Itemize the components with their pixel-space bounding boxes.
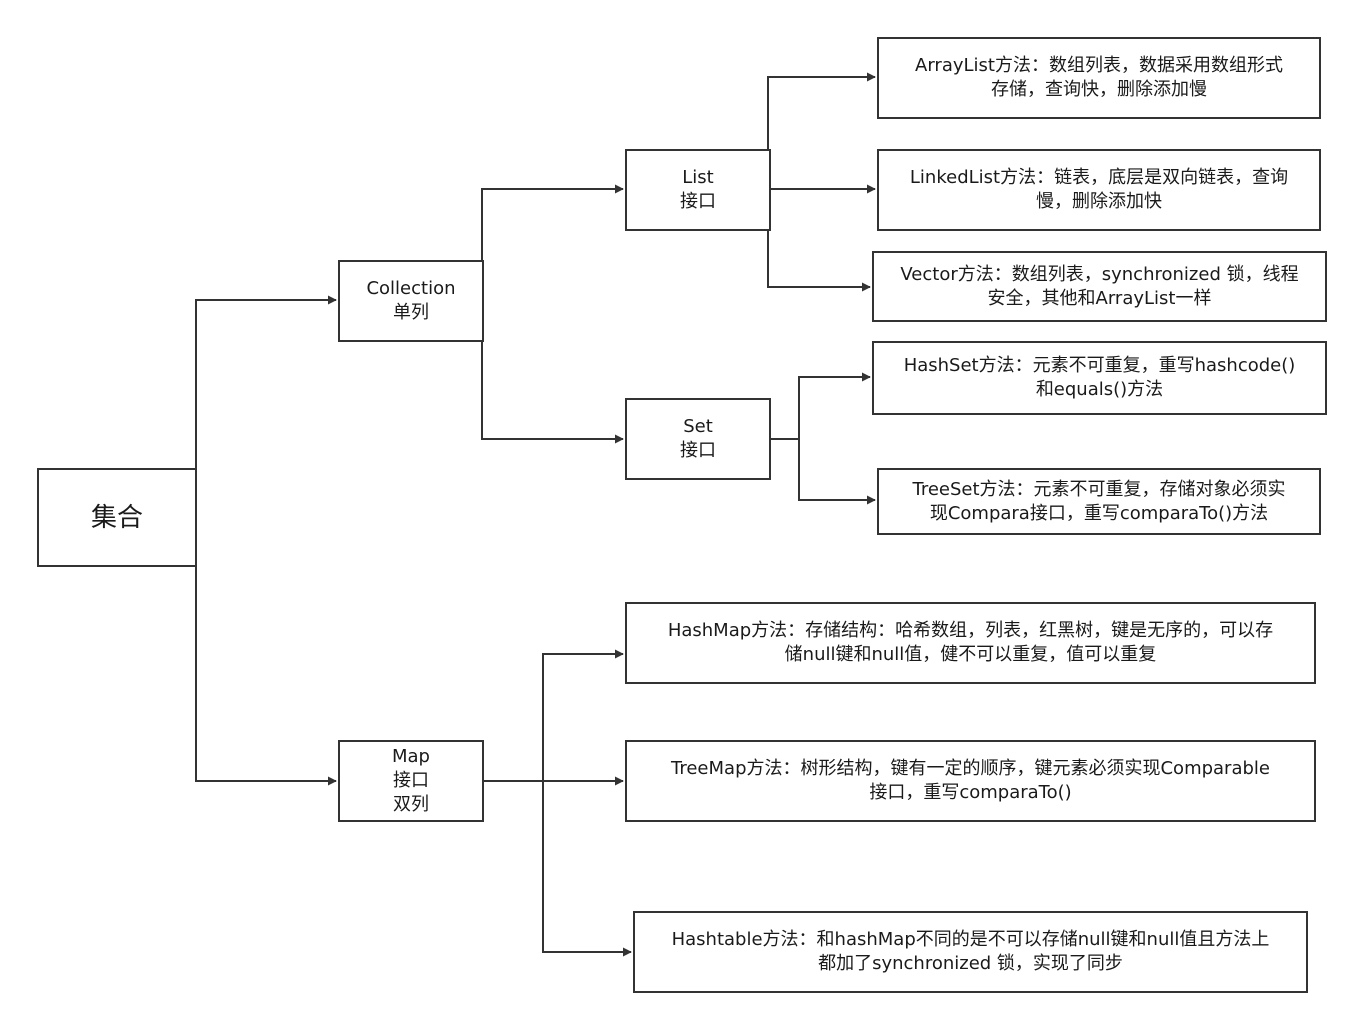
- hashset-node: HashSet方法：元素不可重复，重写hashcode() 和equals()方…: [872, 341, 1327, 415]
- root-node: 集合: [37, 468, 197, 567]
- treemap-node-line-1: TreeMap方法：树形结构，键有一定的顺序，键元素必须实现Comparable: [671, 758, 1270, 779]
- connector-set-hashset: [768, 372, 871, 440]
- linkedlist-node-line-1: LinkedList方法：链表，底层是双向链表，查询: [909, 167, 1289, 188]
- linkedlist-node: LinkedList方法：链表，底层是双向链表，查询 慢，删除添加快: [877, 149, 1321, 231]
- arraylist-node-line-1: ArrayList方法：数组列表，数据采用数组形式: [915, 55, 1283, 76]
- connector-root-map: [195, 516, 337, 786]
- list-node-subtitle: 接口: [680, 191, 716, 212]
- connector-root-collection: [195, 295, 337, 516]
- list-node: List 接口: [625, 149, 771, 231]
- linkedlist-node-line-2: 慢，删除添加快: [1036, 191, 1162, 212]
- treeset-node: TreeSet方法：元素不可重复，存储对象必须实 现Compara接口，重写co…: [877, 468, 1321, 535]
- hashmap-node-line-1: HashMap方法：存储结构：哈希数组，列表，红黑树，键是无序的，可以存: [667, 620, 1274, 641]
- vector-node: Vector方法：数组列表，synchronized 锁，线程 安全，其他和Ar…: [872, 251, 1327, 322]
- set-node-subtitle: 接口: [680, 440, 716, 461]
- connector-map-hashtable: [542, 781, 632, 957]
- hashset-node-line-1: HashSet方法：元素不可重复，重写hashcode(): [903, 355, 1296, 376]
- vector-node-line-2: 安全，其他和ArrayList一样: [987, 287, 1212, 309]
- list-node-title: List: [682, 167, 714, 188]
- map-node-line-2: 接口: [393, 770, 429, 791]
- vector-node-line-1: Vector方法：数组列表，synchronized 锁，线程: [900, 263, 1299, 285]
- hashtable-node-line-1: Hashtable方法：和hashMap不同的是不可以存储null键和null值…: [671, 929, 1270, 950]
- map-node: Map 接口 双列: [338, 740, 484, 822]
- map-node-line-3: 双列: [393, 794, 429, 815]
- treeset-node-line-1: TreeSet方法：元素不可重复，存储对象必须实: [912, 478, 1286, 500]
- hashtable-node: Hashtable方法：和hashMap不同的是不可以存储null键和null值…: [633, 911, 1308, 993]
- root-node-label: 集合: [90, 502, 143, 533]
- arraylist-node: ArrayList方法：数组列表，数据采用数组形式 存储，查询快，删除添加慢: [877, 37, 1321, 119]
- connector-collection-list: [481, 184, 624, 300]
- collection-node-subtitle: 单列: [393, 302, 429, 323]
- collection-node: Collection 单列: [338, 260, 484, 342]
- collection-node-title: Collection: [366, 278, 456, 299]
- treemap-node-line-2: 接口，重写comparaTo(): [869, 782, 1072, 803]
- set-node: Set 接口: [625, 398, 771, 480]
- connector-collection-set: [481, 300, 624, 444]
- map-node-title: Map: [392, 746, 430, 767]
- set-node-title: Set: [683, 416, 713, 437]
- connector-set-treeset: [798, 439, 876, 505]
- connector-map-hashmap: [482, 649, 624, 782]
- connector-list-arraylist: [767, 72, 876, 189]
- treeset-node-line-2: 现Compara接口，重写comparaTo()方法: [929, 502, 1269, 524]
- hashmap-node: HashMap方法：存储结构：哈希数组，列表，红黑树，键是无序的，可以存 储nu…: [625, 602, 1316, 684]
- hashmap-node-line-2: 储null键和null值，健不可以重复，值可以重复: [784, 644, 1157, 665]
- treemap-node: TreeMap方法：树形结构，键有一定的顺序，键元素必须实现Comparable…: [625, 740, 1316, 822]
- hashtable-node-line-2: 都加了synchronized 锁，实现了同步: [818, 953, 1123, 974]
- connector-list-vector: [767, 189, 871, 292]
- hashset-node-line-2: 和equals()方法: [1035, 379, 1164, 400]
- arraylist-node-line-2: 存储，查询快，删除添加慢: [991, 79, 1207, 100]
